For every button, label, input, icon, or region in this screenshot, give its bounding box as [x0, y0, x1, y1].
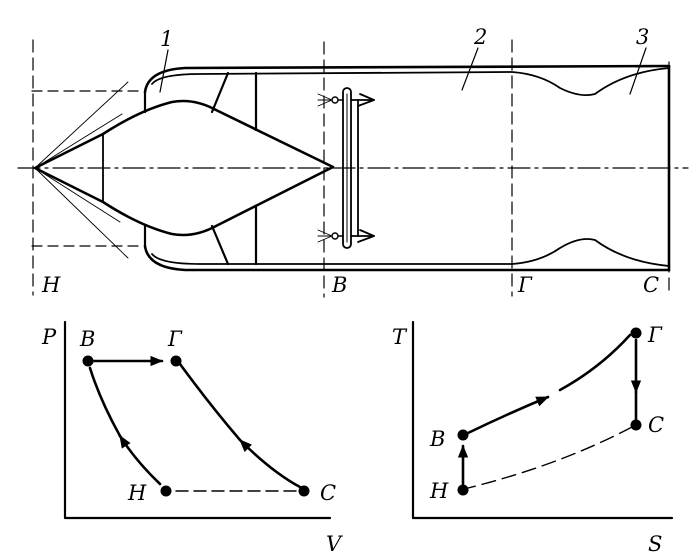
pv-label-v: В — [79, 327, 95, 351]
pv-label-g: Г — [167, 327, 183, 351]
station-label-v: В — [331, 273, 347, 297]
pv-point-g — [170, 355, 182, 367]
pv-point-s — [298, 485, 310, 497]
section-number-2: 2 — [473, 25, 487, 49]
ts-y-axis-label: T — [392, 325, 408, 349]
casing-outer-top — [143, 64, 671, 94]
fuel-injector-top — [317, 93, 344, 107]
casing-inner-top — [151, 67, 670, 97]
pv-diagram: P V В Г С Н — [41, 320, 343, 556]
pv-label-s: С — [320, 481, 336, 505]
shock-line — [34, 81, 129, 169]
central-body — [33, 99, 335, 237]
ts-label-s: С — [648, 413, 664, 437]
casing-outer-bottom — [143, 244, 671, 272]
pv-axes — [63, 320, 332, 520]
pv-process-gs-2 — [238, 438, 302, 489]
ts-label-g: Г — [647, 323, 663, 347]
ts-point-s — [630, 419, 642, 431]
pv-label-h: Н — [127, 481, 147, 505]
ts-label-h: Н — [429, 479, 449, 503]
ts-diagram: T S Г С В Н — [392, 320, 674, 556]
flame-holder — [342, 87, 375, 249]
casing-inner-bottom — [151, 238, 670, 267]
ts-x-axis-label: S — [648, 532, 662, 556]
fuel-injector-bottom — [317, 229, 344, 243]
ts-point-g — [630, 327, 642, 339]
shock-line — [34, 113, 123, 169]
ts-label-v: В — [429, 427, 445, 451]
shock-line — [34, 167, 129, 259]
strut-top — [210, 71, 230, 114]
leader-line-2 — [461, 47, 479, 91]
leader-line-1 — [159, 49, 169, 93]
station-label-s: С — [643, 273, 659, 297]
section-number-1: 1 — [160, 27, 173, 51]
ts-point-h — [457, 484, 469, 496]
engine-schematic: 1 2 3 Н В Г С — [17, 25, 689, 298]
pv-y-axis-label: P — [41, 325, 57, 349]
pv-point-v — [82, 355, 94, 367]
station-label-g: Г — [517, 273, 533, 297]
leader-line-3 — [629, 47, 647, 95]
ts-process-sh — [467, 426, 633, 489]
ts-point-v — [457, 429, 469, 441]
pv-point-h — [160, 485, 172, 497]
shock-line — [34, 167, 121, 223]
strut-bottom — [210, 224, 230, 266]
ts-process-vg — [466, 395, 550, 435]
pv-x-axis-label: V — [326, 532, 343, 556]
pv-process-hv-2 — [88, 366, 122, 438]
station-label-h: Н — [41, 273, 61, 297]
pv-process-gs — [178, 362, 242, 442]
ts-axes — [411, 320, 674, 520]
pv-process-hv — [118, 434, 162, 486]
section-number-3: 3 — [636, 25, 649, 49]
ts-process-vg-2 — [558, 333, 632, 392]
